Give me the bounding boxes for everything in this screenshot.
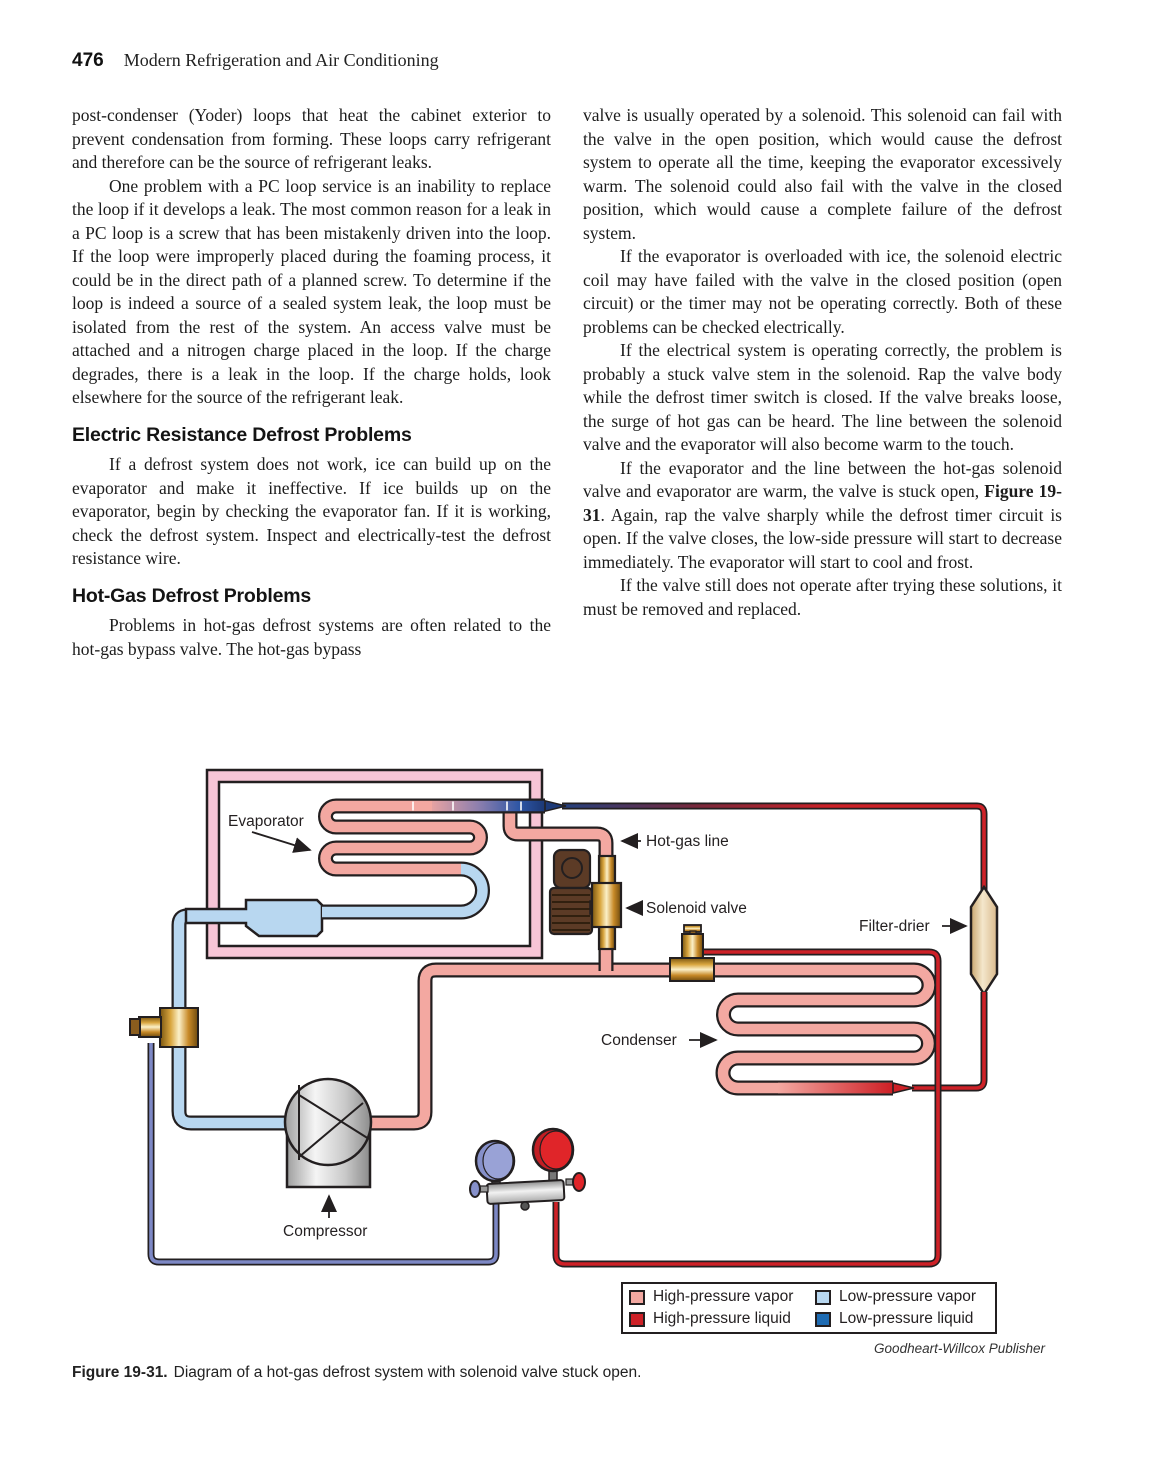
low-side-gauge [474, 1139, 516, 1183]
discharge-service-valve [669, 924, 715, 982]
book-title: Modern Refrigeration and Air Conditionin… [123, 50, 439, 70]
paragraph: If the electrical system is operating co… [583, 340, 1062, 454]
legend-item: Low-pressure liquid [815, 1310, 989, 1328]
section-heading: Electric Resistance Defrost Problems [72, 423, 412, 446]
legend-swatch-high-pressure-vapor [629, 1289, 645, 1305]
paragraph: If the evaporator is overloaded with ice… [583, 246, 1062, 337]
legend-item: High-pressure liquid [629, 1310, 815, 1328]
filter-drier [969, 884, 999, 997]
low-side-knob [469, 1180, 481, 1198]
paragraph-text: If the evaporator and the line between t… [583, 457, 1062, 502]
arrow-evaporator [251, 831, 312, 853]
suction-accumulator [184, 898, 324, 938]
label-condenser: Condenser [601, 1032, 677, 1049]
legend-item: Low-pressure vapor [815, 1288, 989, 1306]
paragraph: If a defrost system does not work, ice c… [72, 454, 551, 568]
paragraph: post-condenser (Yoder) loops that heat t… [72, 105, 551, 172]
legend-label: Low-pressure liquid [839, 1310, 974, 1327]
section-heading: Hot-Gas Defrost Problems [72, 584, 311, 607]
capillary-liquid-line [562, 802, 988, 893]
figure-reference: Figure 19-31 [583, 481, 1062, 525]
legend-label: Low-pressure vapor [839, 1288, 976, 1305]
label-filter-drier: Filter-drier [859, 918, 930, 935]
evaporator-coil [318, 798, 567, 920]
left-column: post-condenser (Yoder) loops that heat t… [72, 104, 551, 661]
low-side-gauge-hose [147, 1043, 500, 1266]
manifold-center-fitting [520, 1201, 530, 1211]
paragraph: If the valve still does not operate afte… [583, 575, 1062, 619]
running-head: 476 Modern Refrigeration and Air Conditio… [72, 50, 439, 72]
drier-condenser-line [912, 992, 988, 1092]
gauge-manifold [469, 1127, 586, 1211]
legend-label: High-pressure liquid [653, 1310, 791, 1327]
hot-gas-pipe [502, 809, 614, 971]
legend-swatch-high-pressure-liquid [629, 1311, 645, 1327]
diagram-labels: Evaporator Hot-gas line Solenoid valve F… [228, 813, 968, 1240]
high-side-gauge-hose [552, 948, 942, 1268]
paragraph: Problems in hot-gas defrost systems are … [72, 615, 551, 659]
label-compressor: Compressor [283, 1223, 367, 1240]
paragraph: One problem with a PC loop service is an… [72, 175, 551, 408]
paragraph-text: . Again, rap the valve sharply while the… [583, 504, 1062, 572]
high-side-gauge [531, 1127, 575, 1173]
legend-swatch-low-pressure-vapor [815, 1289, 831, 1305]
paragraph: valve is usually operated by a solenoid.… [583, 105, 1062, 243]
label-evaporator: Evaporator [228, 813, 304, 830]
page-number: 476 [72, 50, 104, 71]
legend-label: High-pressure vapor [653, 1288, 794, 1305]
legend-box: High-pressure vapor Low-pressure vapor H… [621, 1282, 997, 1334]
solenoid-valve [548, 848, 623, 951]
discharge-line-and-condenser [352, 962, 937, 1131]
legend-swatch-low-pressure-liquid [815, 1311, 831, 1327]
legend-item: High-pressure vapor [629, 1288, 815, 1306]
figure-caption: Figure 19-31. Diagram of a hot-gas defros… [72, 1364, 972, 1382]
high-side-knob [572, 1172, 586, 1192]
publisher-credit: Goodheart-Willcox Publisher [874, 1341, 1045, 1356]
figure-19-31-diagram: Evaporator Hot-gas line Solenoid valve F… [129, 768, 999, 1268]
suction-service-valve [129, 1007, 199, 1048]
solenoid-coil-top [552, 848, 592, 890]
figure-caption-label: Figure 19-31. [72, 1364, 168, 1381]
compressor [283, 1077, 373, 1189]
figure-caption-text: Diagram of a hot-gas defrost system with… [173, 1364, 642, 1381]
right-column: valve is usually operated by a solenoid.… [583, 104, 1062, 621]
label-hot-gas-line: Hot-gas line [646, 833, 729, 850]
paragraph: If the evaporator and the line between t… [583, 457, 1062, 575]
label-solenoid-valve: Solenoid valve [646, 900, 747, 917]
